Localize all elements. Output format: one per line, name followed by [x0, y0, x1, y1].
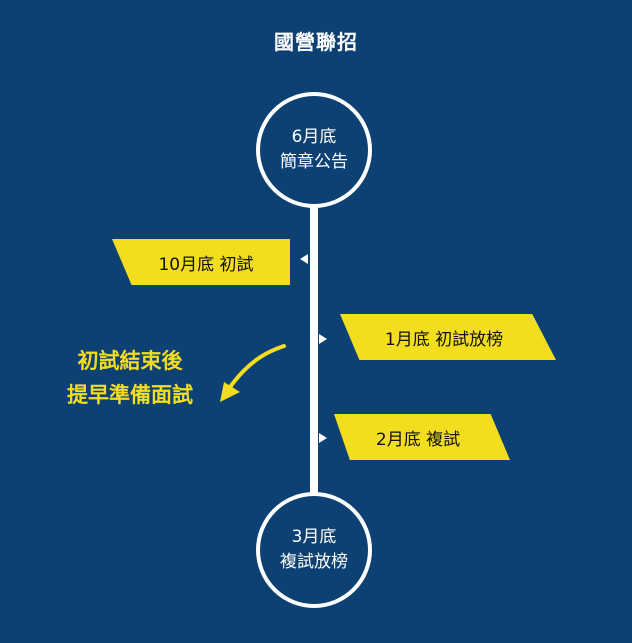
prep-note: 初試結束後 提早準備面試 — [40, 344, 220, 412]
event-tag-first-exam: 10月底 初試 — [112, 239, 290, 285]
pointer-right-icon — [319, 334, 327, 344]
page-title: 國營聯招 — [274, 30, 358, 54]
milestone-start-date: 6月底 — [291, 127, 337, 147]
prep-note-line2: 提早準備面試 — [67, 383, 193, 407]
milestone-end-label: 複試放榜 — [280, 552, 348, 572]
milestone-start: 6月底 簡章公告 — [256, 92, 372, 208]
milestone-end: 3月底 複試放榜 — [256, 492, 372, 608]
curved-arrow-icon — [220, 344, 286, 402]
timeline-line — [310, 200, 318, 500]
milestone-start-label: 簡章公告 — [280, 152, 348, 172]
event-tag-first-results: 1月底 初試放榜 — [340, 314, 556, 360]
event-tag-first-results-label: 1月底 初試放榜 — [384, 329, 504, 350]
event-tag-first-exam-label: 10月底 初試 — [158, 254, 254, 275]
pointer-left-icon — [300, 254, 308, 264]
event-tag-second-exam-label: 2月底 複試 — [375, 429, 461, 450]
event-tag-second-exam: 2月底 複試 — [334, 414, 510, 460]
milestone-end-date: 3月底 — [291, 527, 337, 547]
pointer-right-icon — [319, 433, 327, 443]
prep-note-line1: 初試結束後 — [77, 349, 183, 373]
